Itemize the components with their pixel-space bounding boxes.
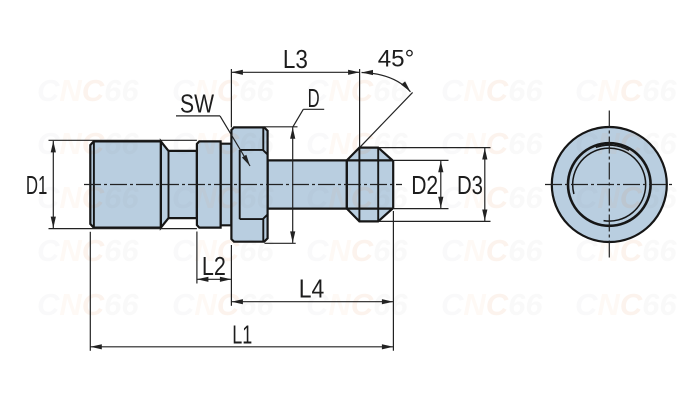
svg-text:CNC66: CNC66	[441, 287, 543, 322]
svg-text:CNC66: CNC66	[37, 233, 139, 268]
svg-text:CNC66: CNC66	[441, 73, 543, 108]
svg-text:L1: L1	[232, 320, 252, 350]
svg-text:D3: D3	[457, 170, 483, 200]
svg-text:CNC66: CNC66	[37, 126, 139, 161]
svg-text:CNC66: CNC66	[441, 233, 543, 268]
svg-text:CNC66: CNC66	[37, 180, 139, 215]
svg-text:CNC66: CNC66	[172, 287, 274, 322]
svg-text:CNC66: CNC66	[575, 73, 677, 108]
svg-text:SW: SW	[180, 88, 214, 118]
svg-text:D: D	[308, 83, 320, 113]
svg-text:CNC66: CNC66	[37, 287, 139, 322]
svg-text:L2: L2	[202, 251, 226, 281]
svg-text:L4: L4	[299, 274, 325, 304]
svg-text:CNC66: CNC66	[172, 180, 274, 215]
svg-text:CNC66: CNC66	[441, 126, 543, 161]
svg-text:L3: L3	[283, 44, 308, 74]
svg-text:D1: D1	[26, 170, 48, 200]
svg-text:CNC66: CNC66	[37, 73, 139, 108]
svg-text:CNC66: CNC66	[306, 287, 408, 322]
svg-text:CNC66: CNC66	[306, 233, 408, 268]
svg-text:CNC66: CNC66	[575, 287, 677, 322]
svg-text:D2: D2	[411, 170, 438, 200]
svg-text:45°: 45°	[378, 46, 415, 73]
svg-text:CNC66: CNC66	[306, 73, 408, 108]
svg-text:CNC66: CNC66	[306, 126, 408, 161]
svg-text:CNC66: CNC66	[172, 73, 274, 108]
svg-text:CNC66: CNC66	[441, 180, 543, 215]
